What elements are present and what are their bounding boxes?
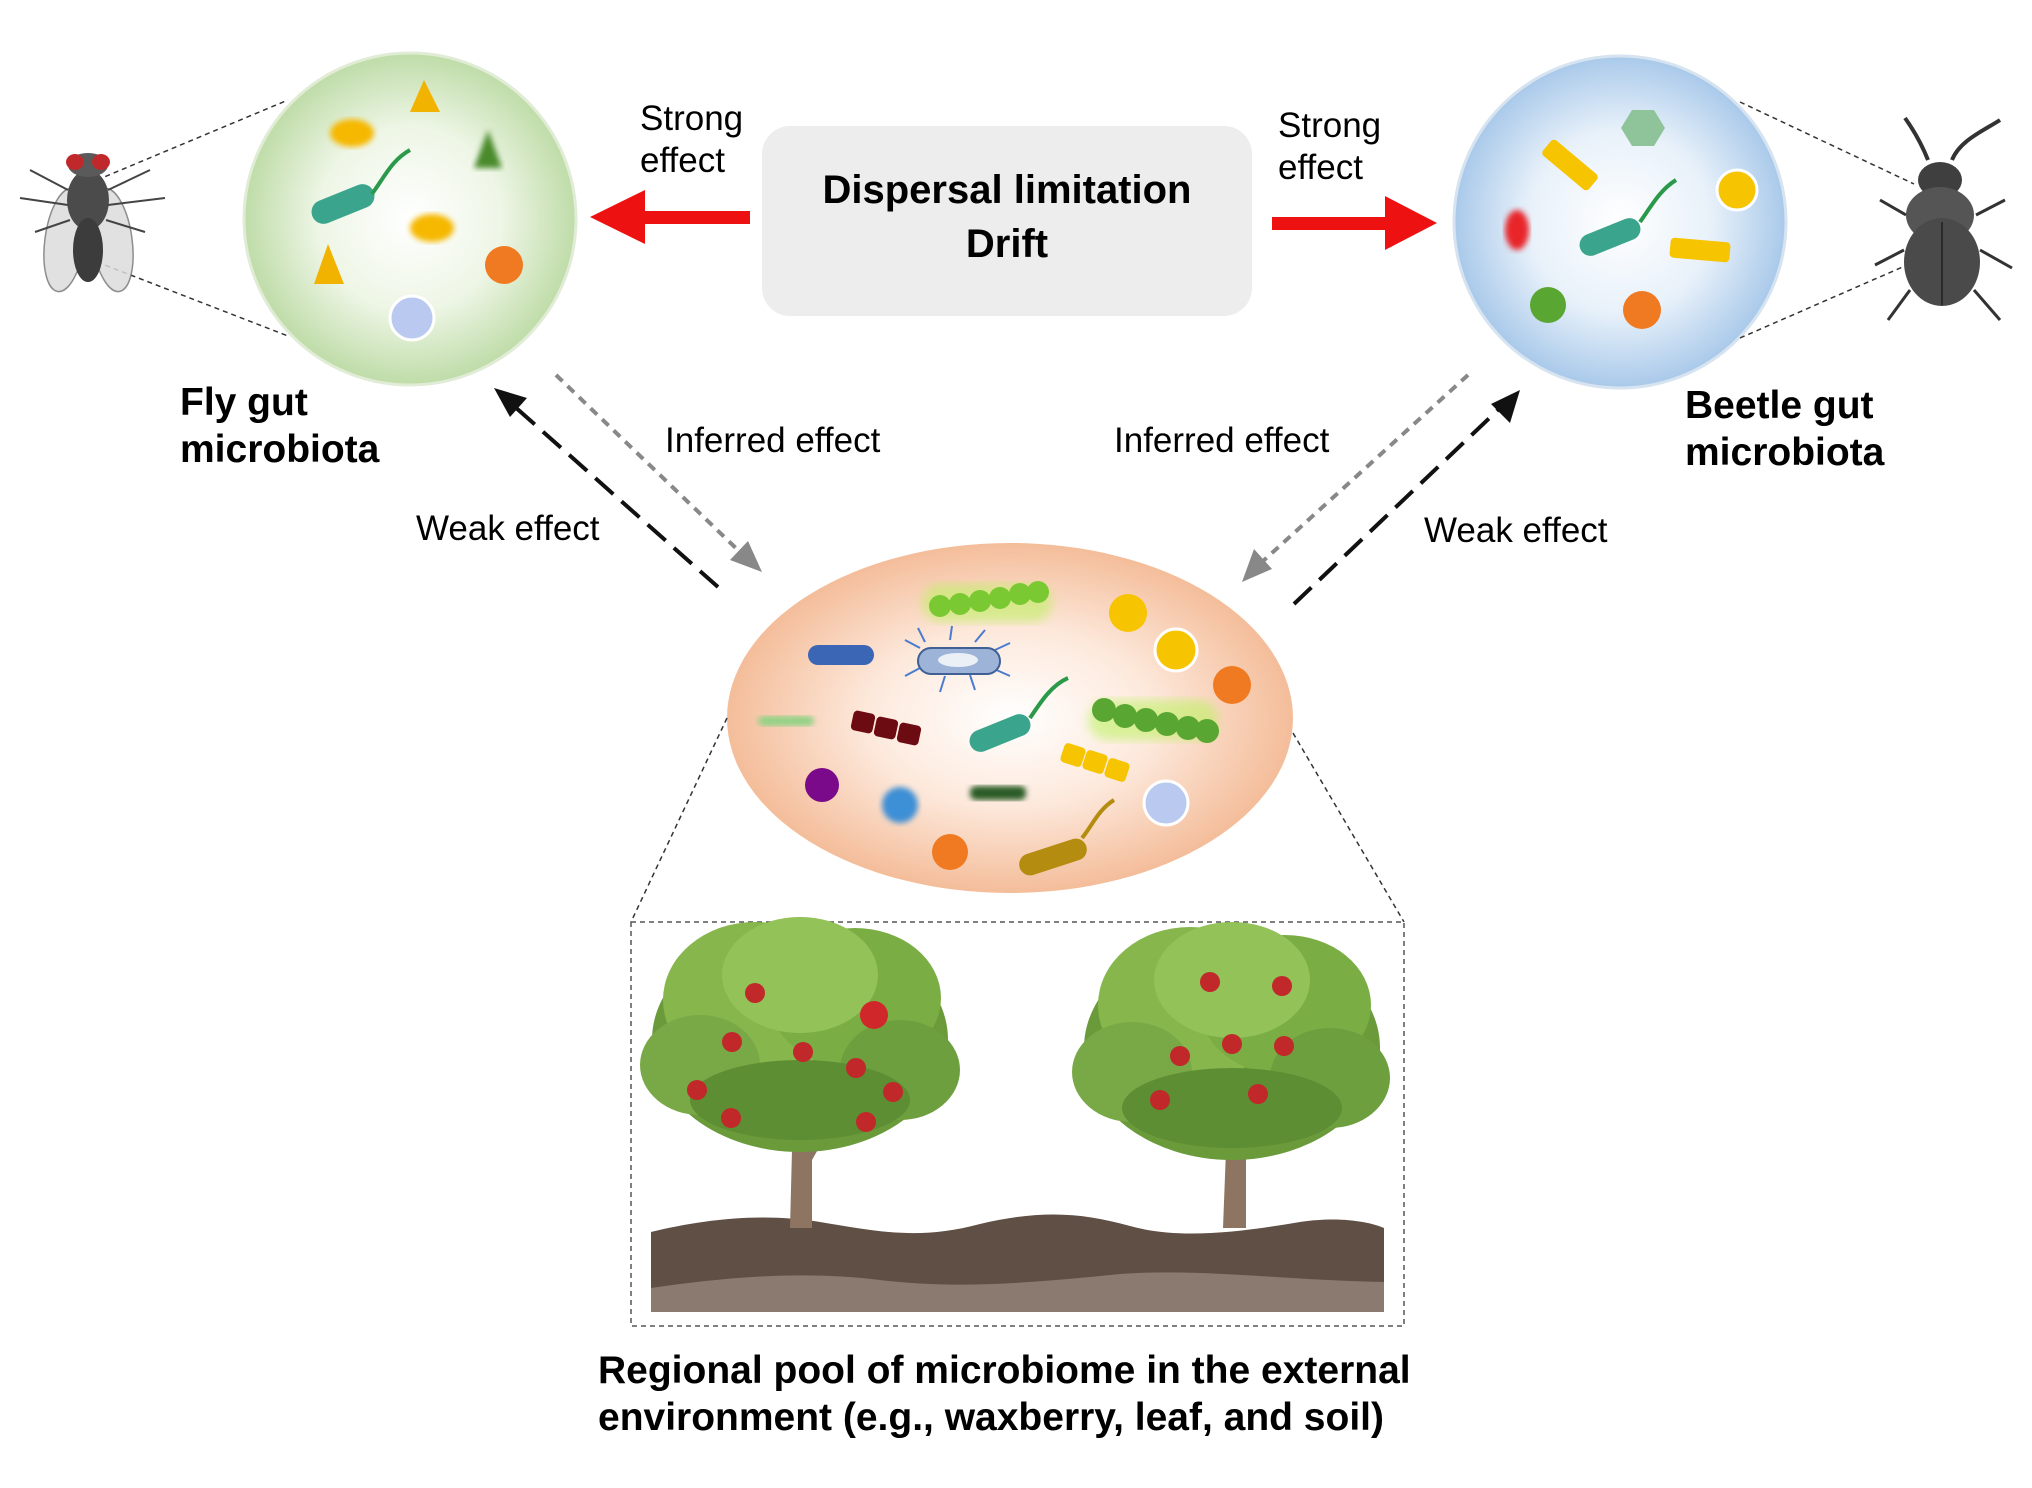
fruit <box>722 1032 742 1052</box>
fruit <box>1200 972 1220 992</box>
caption-line2: environment (e.g., waxberry, leaf, and s… <box>598 1395 1384 1439</box>
fruit <box>883 1082 903 1102</box>
beetle-title-line1: Beetle gut <box>1685 384 1874 427</box>
fruit <box>1150 1090 1170 1110</box>
fruit <box>856 1112 876 1132</box>
left-weak-effect-label: Weak effect <box>416 509 600 548</box>
inferred-arrow-right <box>1242 373 1470 582</box>
fly-title-line1: Fly gut <box>180 381 308 424</box>
fly-microbe-yellow-triangle <box>410 80 440 112</box>
pool-microbe-blue-coccus <box>882 787 918 823</box>
beetle-microbe-red-blob <box>1505 210 1529 250</box>
center-box <box>762 126 1252 316</box>
pool-microbe-dark-red-chain <box>850 710 922 746</box>
beetle-gut-circle <box>1452 54 1788 390</box>
left-inferred-effect-label: Inferred effect <box>665 421 881 460</box>
pool-microbe-flagellated-rod <box>904 625 1011 693</box>
fruit <box>1248 1084 1268 1104</box>
beetle-microbe-green-coccus <box>1530 287 1566 323</box>
beetle-microbe-yellow-rod <box>1542 139 1598 191</box>
beetle-microbe-green-hexagon <box>1621 110 1665 146</box>
fly-gut-title: Fly gut microbiota <box>180 380 379 474</box>
pool-microbe-blue-rod <box>808 645 874 665</box>
left-strong-line1: Strong <box>640 99 744 138</box>
center-box-label: Dispersal limitation Drift <box>762 166 1252 268</box>
center-box-line2: Drift <box>965 222 1049 266</box>
weak-arrow-right <box>1292 390 1520 606</box>
pool-microbe-dark-green-rod <box>970 786 1026 800</box>
beetle-microbe-yellow-rod-2 <box>1669 237 1731 263</box>
pool-microbe-olive-rod <box>1019 838 1087 876</box>
weak-arrow-left <box>494 388 720 589</box>
fly-gut-circle <box>242 51 578 387</box>
fruit <box>687 1080 707 1100</box>
fruit <box>745 983 765 1003</box>
pool-zoom-line-left <box>630 717 728 923</box>
fruit <box>793 1042 813 1062</box>
pool-microbe-orange-coccus-2 <box>932 834 968 870</box>
tree-left <box>640 917 960 1228</box>
right-strong-line1: Strong <box>1278 106 1382 145</box>
strong-arrow-right <box>1272 196 1437 250</box>
fly-microbe-yellow-blob <box>330 119 374 147</box>
right-inferred-effect-label: Inferred effect <box>1114 421 1330 460</box>
soil <box>651 1214 1384 1312</box>
fly-title-line2: microbiota <box>180 427 380 471</box>
beetle-microbe-flagellum <box>1638 178 1678 224</box>
fly-zoom-line-bottom <box>96 261 289 337</box>
fly-microbe-orange-coccus <box>485 246 523 284</box>
right-strong-effect-label: Strong effect <box>1278 105 1381 189</box>
pool-microbe-yellow-chain <box>1060 743 1130 782</box>
inferred-arrow-left <box>554 373 762 572</box>
center-box-line1: Dispersal limitation <box>822 168 1192 212</box>
left-strong-line2: effect <box>640 141 725 180</box>
pool-microbe-teal-rod <box>969 714 1031 752</box>
fruit <box>1272 976 1292 996</box>
pool-microbe-orange-coccus <box>1213 666 1251 704</box>
beetle-microbe-orange-coccus <box>1623 291 1661 329</box>
pool-microbe-pale-green-rod <box>758 716 814 726</box>
fruit <box>1170 1046 1190 1066</box>
left-strong-effect-label: Strong effect <box>640 98 743 182</box>
fly-zoom-line-top <box>96 99 289 181</box>
beetle-microbe-yellow-blob <box>1715 168 1759 212</box>
pool-microbe-yellow-blob <box>1153 627 1199 673</box>
pool-zoom-line-right <box>1292 732 1405 923</box>
pool-microbe-teal-flagellum <box>1028 676 1069 720</box>
fruit <box>860 1001 888 1029</box>
fruit <box>1222 1034 1242 1054</box>
fruit <box>846 1058 866 1078</box>
pool-microbe-green-chain <box>922 581 1052 622</box>
fly-microbe-lavender-blob <box>388 294 436 342</box>
pool-microbe-green-chain-2 <box>1088 698 1219 743</box>
regional-pool-ellipse <box>727 543 1293 893</box>
beetle-microbe-teal-rod <box>1579 218 1641 256</box>
fly-microbe-yellow-blob-2 <box>410 214 454 242</box>
right-strong-line2: effect <box>1278 148 1363 187</box>
pool-microbe-olive-flagellum <box>1080 798 1116 840</box>
right-weak-effect-label: Weak effect <box>1424 511 1608 550</box>
beetle-zoom-line-bottom <box>1739 261 1915 339</box>
fly-microbe-yellow-triangle-2 <box>314 244 344 284</box>
pool-microbe-yellow-coccus <box>1109 594 1147 632</box>
regional-pool-caption: Regional pool of microbiome in the exter… <box>598 1348 1411 1442</box>
fruit <box>1274 1036 1294 1056</box>
strong-arrow-left <box>590 190 750 244</box>
beetle-gut-title: Beetle gut microbiota <box>1685 383 1884 477</box>
fly-icon <box>19 153 166 293</box>
tree-right <box>1072 922 1390 1228</box>
pool-microbe-lavender-blob <box>1142 779 1190 827</box>
fruit <box>721 1108 741 1128</box>
fly-microbe-green-triangle <box>474 130 502 168</box>
pool-microbe-purple-coccus <box>805 768 839 802</box>
fly-microbe-flagellum <box>370 148 412 196</box>
caption-line1: Regional pool of microbiome in the exter… <box>598 1349 1411 1392</box>
beetle-title-line2: microbiota <box>1685 430 1885 474</box>
fly-microbe-teal-rod <box>311 184 375 224</box>
beetle-icon <box>1874 116 2013 321</box>
